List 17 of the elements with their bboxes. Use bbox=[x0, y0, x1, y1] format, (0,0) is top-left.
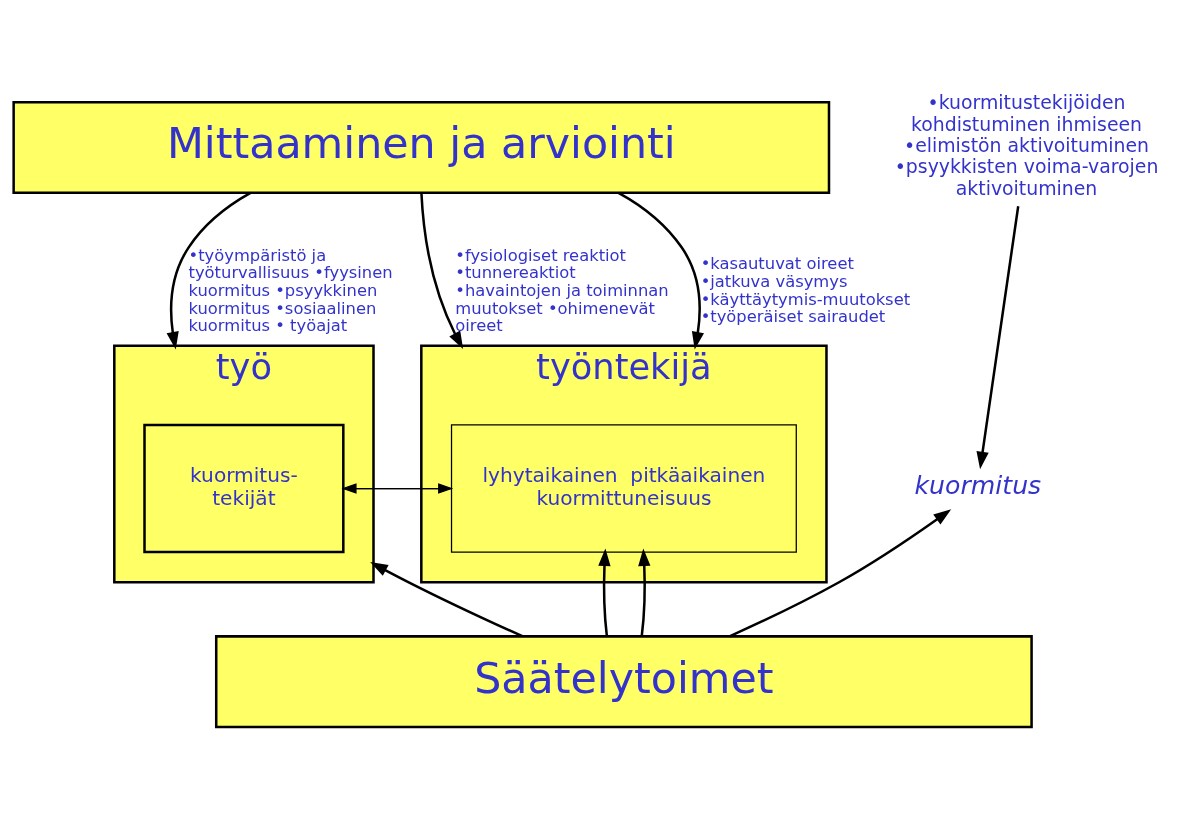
node-text: kuormitus bbox=[914, 470, 1042, 500]
arrow bbox=[976, 206, 1020, 470]
node-box: kuormitus-tekijät bbox=[143, 423, 345, 554]
node-box: Säätelytoimet bbox=[214, 635, 1033, 729]
arrow bbox=[598, 548, 611, 637]
arrow bbox=[729, 509, 952, 638]
arrow bbox=[617, 191, 704, 350]
arrow bbox=[370, 562, 523, 638]
edge-label: •fysiologiset reaktiot •tunnereaktiot •havaintojen ja toiminnan muutokset •ohimenevät oireet bbox=[455, 245, 669, 336]
node-box: lyhytaikainen pitkäaikainen kuormittuneisuus bbox=[450, 424, 797, 553]
arrow bbox=[420, 192, 464, 350]
edge-label: •työympäristö ja työturvallisuus •fyysinen kuormitus •psyykkinen kuormitus •sosiaalinen kuormitus • työajat bbox=[188, 245, 393, 336]
arrow bbox=[638, 548, 651, 637]
arrow bbox=[166, 191, 252, 350]
edge-label: •kasautuvat oireet •jatkuva väsymys •käyttäytymis-muutokset •työperäiset sairaudet bbox=[700, 254, 911, 327]
node-box: Mittaaminen ja arviointi bbox=[12, 100, 831, 195]
node-text: •kuormitustekijöiden kohdistuminen ihmiseen •elimistön aktivoituminen •psyykkisten voima-varojen aktivoituminen bbox=[894, 91, 1159, 199]
